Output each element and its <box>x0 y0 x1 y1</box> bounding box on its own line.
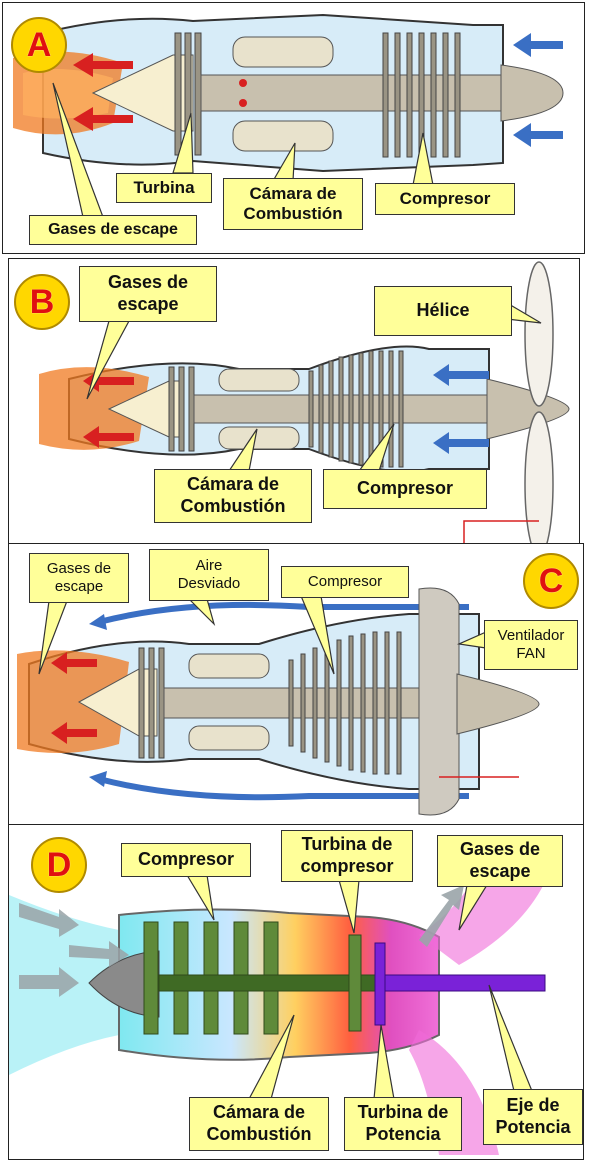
intake-arrows <box>433 364 489 454</box>
exhaust-arrow <box>419 885 464 947</box>
combustion-chambers <box>232 36 334 152</box>
intake-arrows <box>513 33 563 147</box>
exhaust-cone <box>77 668 158 737</box>
panel-turboshaft: D Compresor Turbina de compresor Gases d… <box>8 824 584 1160</box>
turboshaft-diagram <box>9 835 559 1155</box>
label-eje: Eje de Potencia <box>483 1089 583 1145</box>
label-compresor: Compresor <box>121 843 251 877</box>
exhaust-plume-bottom <box>409 1030 499 1155</box>
label-camara: Cámara de Combustión <box>154 469 312 523</box>
label-compresor: Compresor <box>323 469 487 509</box>
main-shaft <box>200 74 502 112</box>
intake-arrows <box>19 903 129 997</box>
label-aire: Aire Desviado <box>149 549 269 601</box>
panel-turboprop: B Gases de escape Hélice Cámara de Combu… <box>8 258 580 546</box>
label-turbina-compresor: Turbina de compresor <box>281 830 413 882</box>
turboprop-diagram <box>39 261 570 545</box>
label-gases: Gases de escape <box>79 266 217 322</box>
label-turbina: Turbina <box>116 173 212 203</box>
exhaust-cone <box>91 54 194 132</box>
label-ventilador: Ventilador FAN <box>484 620 578 670</box>
power-shaft <box>384 974 546 992</box>
badge-a: A <box>11 17 67 73</box>
label-camara: Cámara de Combustión <box>223 178 363 230</box>
label-gases: Gases de escape <box>437 835 563 887</box>
turbojet-diagram <box>13 13 564 173</box>
badge-d: D <box>31 837 87 893</box>
main-shaft <box>193 394 515 424</box>
compressor-stages <box>308 350 404 468</box>
nose-spinner <box>456 673 540 735</box>
label-helice: Hélice <box>374 286 512 336</box>
panel-turbojet: A Turbina Cámara de Combustión Compresor… <box>2 2 585 254</box>
combustion-chambers <box>188 653 270 751</box>
exhaust-arrows <box>73 53 133 131</box>
propeller <box>524 261 554 545</box>
combustion-chambers <box>218 368 300 450</box>
label-gases: Gases de escape <box>29 215 197 245</box>
exhaust-flame <box>39 367 149 450</box>
label-turbina-potencia: Turbina de Potencia <box>344 1097 462 1151</box>
badge-b: B <box>14 274 70 330</box>
label-gases: Gases de escape <box>29 553 129 603</box>
panel-turbofan: C Gases de escape Aire Desviado Compreso… <box>8 543 584 825</box>
label-compresor: Compresor <box>375 183 515 215</box>
turbofan-diagram <box>17 587 540 816</box>
panel-b-pointers <box>86 301 542 472</box>
compressor-stages <box>288 631 402 775</box>
fan <box>418 587 460 816</box>
label-camara: Cámara de Combustión <box>189 1097 329 1151</box>
compressor-turbine <box>348 934 362 1032</box>
turbine-stages <box>168 366 195 452</box>
exhaust-flame <box>17 650 129 753</box>
label-compresor: Compresor <box>281 566 409 598</box>
exhaust-arrows <box>51 652 97 744</box>
compressor-stages <box>382 32 461 158</box>
badge-c: C <box>523 553 579 609</box>
nose-spinner <box>500 64 564 122</box>
